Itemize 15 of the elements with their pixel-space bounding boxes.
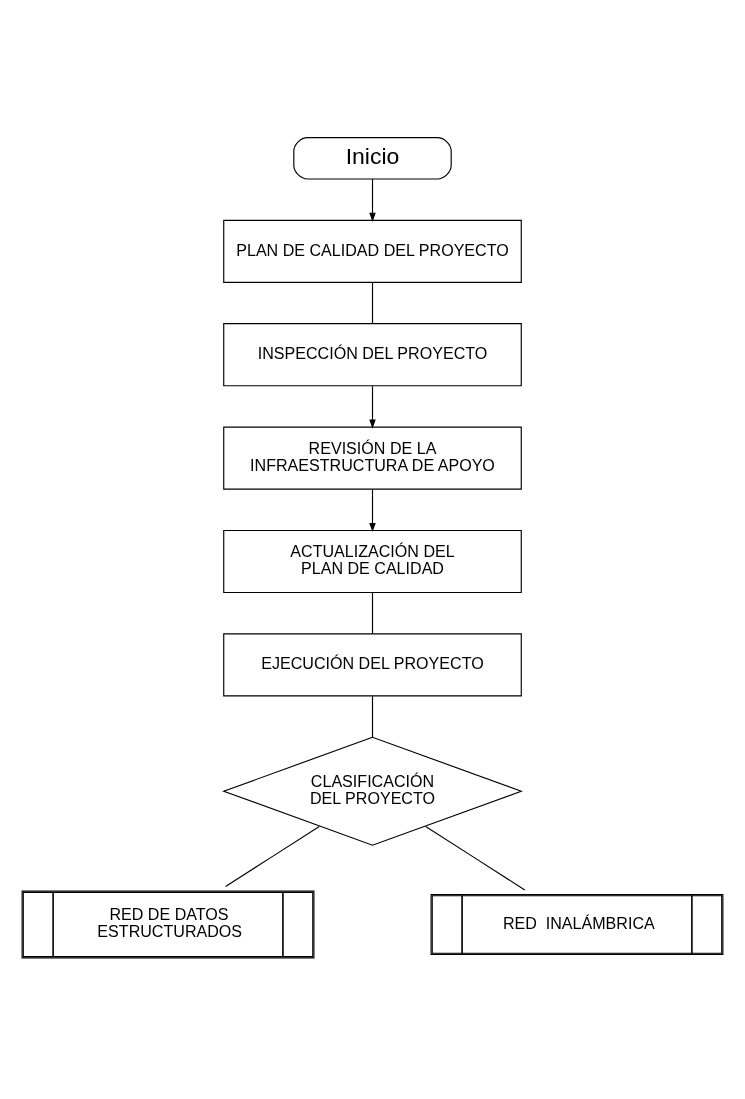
node-diamond: CLASIFICACIÓN DEL PROYECTO [222,736,523,846]
connector [371,591,374,634]
connector [225,825,320,887]
arrow [369,488,376,532]
arrow [369,178,376,222]
node-box: REVISIÓN DE LA INFRAESTRUCTURA DE APOYO [223,426,522,490]
node-box: EJECUCIÓN DEL PROYECTO [223,632,522,696]
arrow [369,385,376,429]
connector [371,281,374,324]
node-box: ACTUALIZACIÓN DEL PLAN DE CALIDAD [223,529,522,593]
connector [425,825,526,890]
node-box: INSPECCIÓN DEL PROYECTO [223,322,522,386]
node-box: Inicio [293,136,452,180]
node-box: PLAN DE CALIDAD DEL PROYECTO [223,219,522,283]
connector [371,694,374,738]
